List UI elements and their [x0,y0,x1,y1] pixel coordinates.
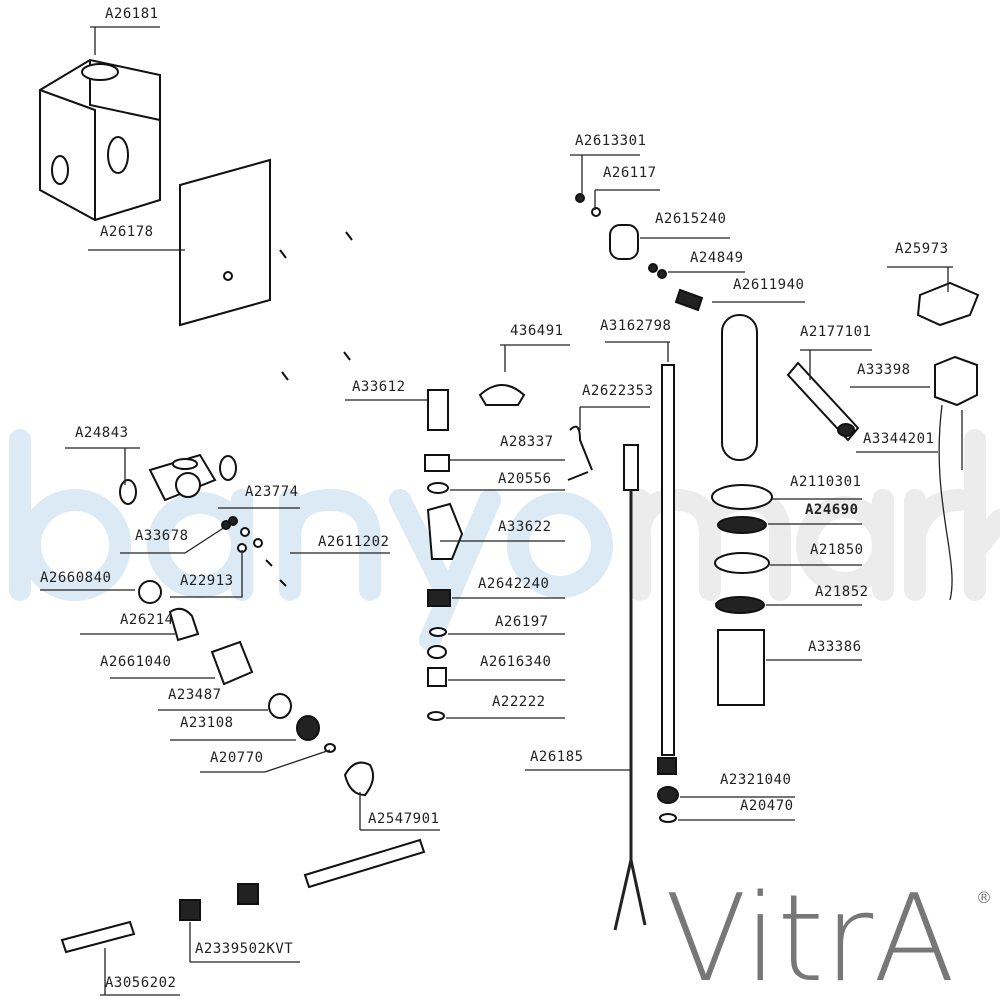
part-label-a20770: A20770 [210,750,264,766]
leader-line [570,154,640,198]
part-label-a22222: A22222 [492,694,546,710]
part-label-a2613301: A2613301 [575,133,646,149]
leader-line [579,406,650,430]
leader-line [605,341,670,362]
leader-line [500,344,570,372]
leader-line [189,922,300,963]
part-label-a2339502kvt: A2339502KVT [195,941,293,957]
part-label-a2642240: A2642240 [478,576,549,592]
part-label-a2661040: A2661040 [100,654,171,670]
part-label-a22913: A22913 [180,573,234,589]
part-label-a2622353: A2622353 [582,383,653,399]
leader-line [359,792,440,831]
part-label-a25973: A25973 [895,241,949,257]
valve-body [119,453,237,505]
spout-parts [575,193,980,706]
part-label-a33622: A33622 [498,519,552,535]
part-label-a26197: A26197 [495,614,549,630]
leader-line [120,526,226,554]
part-label-a33398: A33398 [857,362,911,378]
vitra-logo: VitrA [665,870,955,1000]
part-label-a2616340: A2616340 [480,654,551,670]
leader-line [200,749,331,773]
part-label-a2660840: A2660840 [40,570,111,586]
part-label-a23487: A23487 [168,687,222,703]
leader-line [65,447,140,485]
leader-line [170,550,243,598]
part-label-a26185: A26185 [530,749,584,765]
part-label-a2611202: A2611202 [318,534,389,550]
part-label-a23774: A23774 [245,484,299,500]
part-label-a33386: A33386 [808,639,862,655]
part-label-a21850: A21850 [810,542,864,558]
part-label-a3056202: A3056202 [105,975,176,991]
part-label-a20470: A20470 [740,798,794,814]
part-label-a26117: A26117 [603,165,657,181]
part-label-a24849: A24849 [690,250,744,266]
part-label-a24843: A24843 [75,425,129,441]
leader-line [887,266,953,292]
part-label-a26181: A26181 [105,6,159,22]
part-label-a28337: A28337 [500,434,554,450]
leader-line [90,26,160,55]
part-label-a2177101: A2177101 [800,324,871,340]
part-label-a2611940: A2611940 [733,277,804,293]
part-label-a2321040: A2321040 [720,772,791,788]
leader-line [594,189,660,210]
hose-and-cable [567,364,679,931]
watermark [9,429,1000,651]
part-label-a3344201: A3344201 [863,431,934,447]
part-label-a2615240: A2615240 [655,211,726,227]
leader-line [100,948,180,996]
part-label-a26178: A26178 [100,224,154,240]
part-label-a3162798: A3162798 [600,318,671,334]
part-label-a23108: A23108 [180,715,234,731]
small-parts-left [138,516,375,797]
part-label-436491: 436491 [510,323,564,339]
mounting-plate [179,158,271,327]
part-label-a26214: A26214 [120,612,174,628]
part-label-a20556: A20556 [498,471,552,487]
screws [279,231,353,381]
part-label-a33612: A33612 [352,379,406,395]
center-stack [424,384,526,721]
part-label-a33678: A33678 [135,528,189,544]
part-label-a21852: A21852 [815,584,869,600]
hoses-and-nipples [60,838,426,954]
part-label-a2110301: A2110301 [790,474,861,490]
mounting-box [39,58,161,222]
leader-line [800,349,872,380]
leader-lines [40,26,953,996]
part-label-a24690: A24690 [805,502,859,518]
part-label-a2547901: A2547901 [368,811,439,827]
registered-mark: ® [976,888,992,907]
